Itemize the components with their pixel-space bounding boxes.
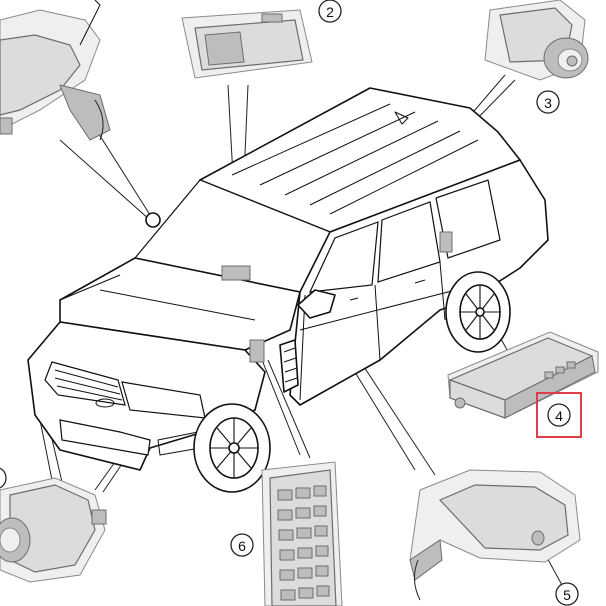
fender-module-marker	[249, 339, 265, 363]
vehicle-side-mirror	[297, 289, 336, 319]
component-6-junction-box	[261, 461, 343, 606]
callout-5-label: 5	[563, 587, 571, 603]
cropped-callout-left	[0, 467, 7, 489]
component-2-module	[181, 9, 313, 79]
callout-4-label: 4	[555, 408, 563, 424]
callout-2: 2	[318, 0, 342, 23]
grille-slats	[54, 369, 123, 401]
front-camera-component	[0, 477, 107, 583]
roof-panel-lines	[231, 103, 479, 215]
leader-mirror-camera-top	[59, 139, 151, 221]
lower-intake	[59, 419, 151, 456]
callout-3-label: 3	[544, 95, 552, 111]
door-seams	[299, 261, 476, 401]
left-mirror-component	[0, 0, 111, 141]
leader-lines	[39, 74, 563, 586]
fuse-grid	[277, 485, 330, 601]
rear-wheel	[445, 271, 511, 353]
hood-lines	[59, 274, 256, 321]
connector-pins	[544, 361, 576, 379]
windshield-sensor-marker	[221, 265, 251, 281]
callout-3: 3	[536, 90, 560, 114]
front-wheel	[193, 403, 271, 493]
callout-6-label: 6	[238, 538, 246, 554]
callout-6: 6	[230, 533, 254, 557]
leader-6-b	[267, 359, 311, 459]
mirror-camera-marker	[145, 212, 161, 228]
leader-mirror-camera-top-2	[89, 119, 153, 219]
vehicle-outline	[27, 87, 549, 493]
fender-vent	[279, 339, 299, 393]
right-mirror-component	[409, 469, 581, 601]
component-4-control-module	[447, 331, 599, 419]
mirror-camera-lens	[531, 530, 545, 546]
callout-5: 5	[555, 582, 579, 606]
front-badge	[95, 398, 115, 408]
leader-front-camera-a	[39, 419, 53, 481]
callout-4-highlight	[536, 392, 582, 438]
pillar-module-marker	[439, 231, 453, 253]
front-door-window	[309, 221, 379, 293]
leader-6-a	[261, 359, 301, 456]
callout-4: 4	[536, 392, 582, 438]
callout-2-label: 2	[326, 4, 334, 20]
component-3-camera	[484, 0, 589, 81]
